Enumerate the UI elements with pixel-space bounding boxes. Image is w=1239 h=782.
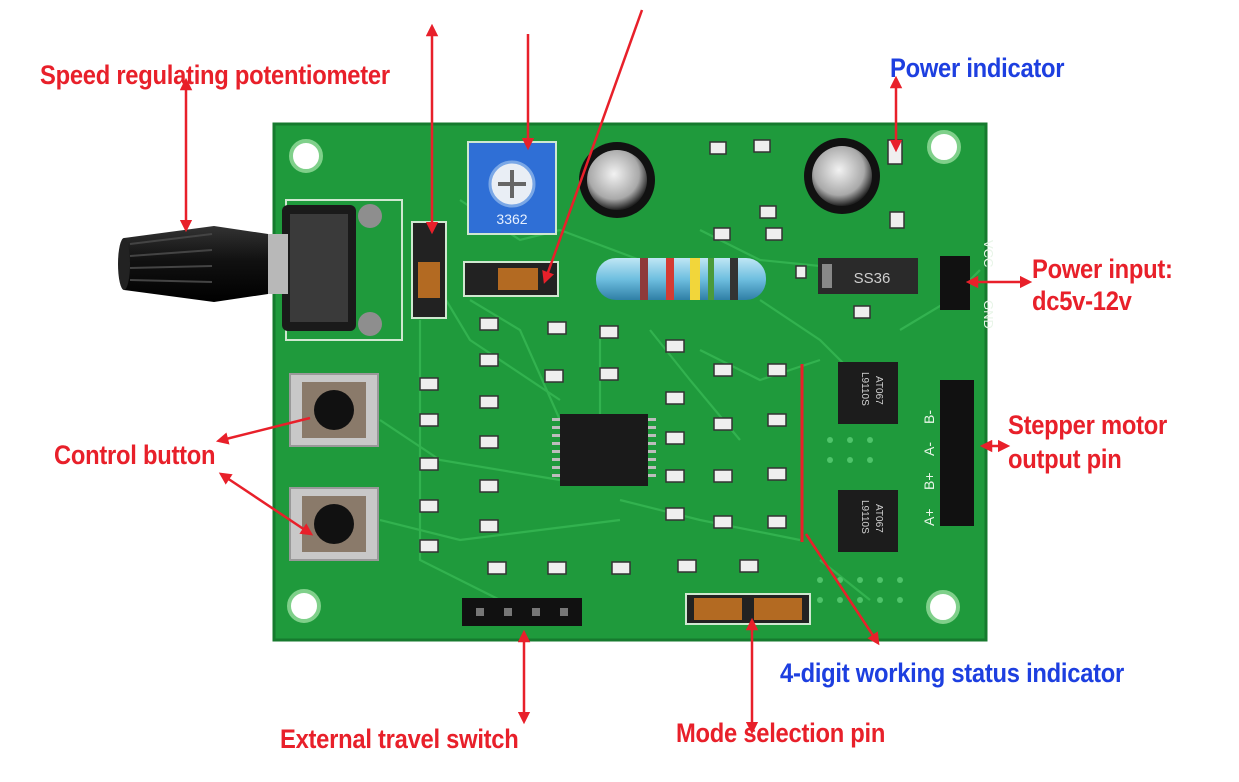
power-header: VCC GND [940,240,996,329]
diode-ss36: SS36 [818,258,918,294]
jumper-blocks [411,221,559,319]
annotation-arrows [179,9,1033,735]
label-status-indicator: 4-digit working status indicator [780,658,1125,688]
via-grid [817,437,903,603]
label-control-button: Control button [54,440,216,470]
label-power-input-line2: dc5v-12v [1032,286,1132,316]
travel-switch-header [462,598,582,626]
vcc-marking: VCC [981,240,996,267]
b-plus-marking: B+ [921,472,937,490]
label-power-indicator: Power indicator [890,53,1065,83]
label-travel-switch: External travel switch [280,724,519,754]
motor-header: A+ B+ A- B- [921,380,974,526]
label-mode-selection: Mode selection pin [676,718,886,748]
gnd-marking: GND [981,300,996,329]
power-resistor [596,258,766,300]
driver-chip-1: L9110S AT067 [838,362,898,424]
a-minus-marking: A- [921,442,937,456]
label-speed-potentiometer: Speed regulating potentiometer [40,60,390,90]
mounting-holes [287,130,961,624]
driver-chip-2: L9110S AT067 [838,490,898,552]
main-ic [552,414,656,486]
chip2-code: AT067 [873,504,884,533]
trimmer-marking: 3362 [496,211,527,227]
label-power-input-line1: Power input: [1032,254,1173,284]
chip1-code: AT067 [873,376,884,405]
chip2-marking: L9110S [859,500,870,534]
capacitors [579,138,880,218]
chip1-marking: L9110S [859,372,870,406]
a-plus-marking: A+ [921,508,937,526]
label-stepper-line2: output pin [1008,444,1122,474]
trimmer-3362: 3362 [467,141,557,235]
mode-selection-header [685,593,811,625]
b-minus-marking: B- [921,410,937,424]
diode-marking: SS36 [854,270,891,287]
control-buttons [289,373,379,561]
smd-components [419,139,905,575]
potentiometer [118,199,403,341]
label-stepper-line1: Stepper motor [1008,410,1167,440]
